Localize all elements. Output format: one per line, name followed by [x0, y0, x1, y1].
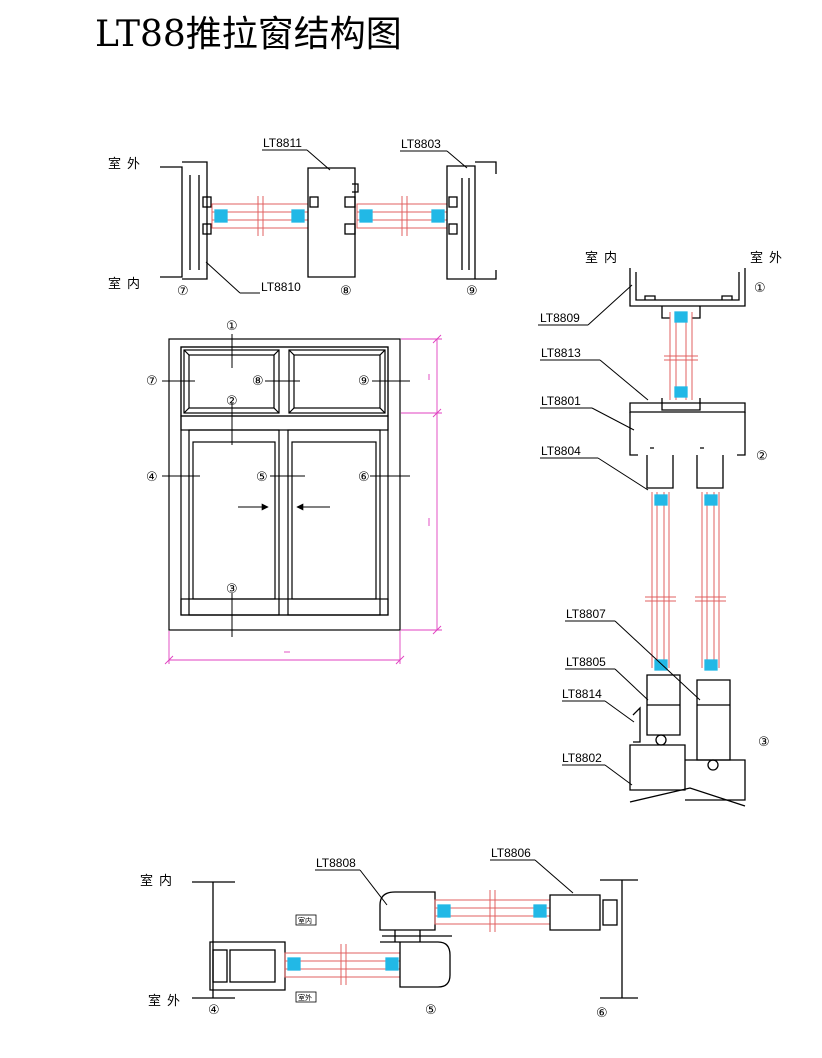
- top-outdoor-label: 室外: [108, 156, 146, 172]
- label-lt8801: LT8801: [541, 394, 581, 408]
- label-lt8813: LT8813: [541, 346, 581, 360]
- elev-number-7: ⑦: [146, 374, 158, 389]
- label-lt8810: LT8810: [261, 280, 301, 294]
- label-lt8806: LT8806: [491, 846, 531, 860]
- right-number-1: ①: [754, 281, 766, 296]
- section-number-9: ⑨: [466, 284, 478, 299]
- vertical-section: [629, 268, 746, 807]
- label-lt8811: LT8811: [263, 136, 302, 150]
- right-number-3: ③: [758, 735, 770, 750]
- elev-number-5: ⑤: [256, 470, 268, 485]
- elev-number-9: ⑨: [358, 374, 370, 389]
- elev-number-1: ①: [226, 319, 238, 334]
- right-outdoor-label: 室外: [750, 250, 788, 266]
- bottom-section: [192, 879, 638, 999]
- page-title: LT88推拉窗结构图: [95, 14, 402, 55]
- label-lt8808: LT8808: [316, 856, 356, 870]
- label-lt8814: LT8814: [562, 687, 602, 701]
- label-lt8802: LT8802: [562, 751, 602, 765]
- top-section: [160, 161, 497, 280]
- label-lt8803: LT8803: [401, 137, 441, 151]
- top-indoor-label: 室内: [108, 276, 146, 292]
- label-lt8807: LT8807: [566, 607, 606, 621]
- elev-number-2: ②: [226, 394, 238, 409]
- elev-number-6: ⑥: [358, 470, 370, 485]
- section-number-8: ⑧: [340, 284, 352, 299]
- bottom-outdoor-label: 室外: [148, 993, 186, 1009]
- bottom-number-5: ⑤: [425, 1003, 437, 1018]
- bottom-indoor-label: 室内: [140, 873, 178, 889]
- elev-number-8: ⑧: [252, 374, 264, 389]
- small-outdoor-tag: 室外: [298, 993, 312, 1002]
- bottom-number-4: ④: [208, 1003, 220, 1018]
- section-number-7: ⑦: [177, 284, 189, 299]
- right-indoor-label: 室内: [585, 250, 623, 266]
- dimension-lines: [164, 334, 442, 665]
- elev-number-3: ③: [226, 582, 238, 597]
- label-lt8804: LT8804: [541, 444, 581, 458]
- bottom-number-6: ⑥: [596, 1006, 608, 1021]
- small-indoor-tag: 室内: [298, 916, 312, 925]
- label-lt8805: LT8805: [566, 655, 606, 669]
- elev-number-4: ④: [146, 470, 158, 485]
- right-number-2: ②: [756, 449, 768, 464]
- label-lt8809: LT8809: [540, 311, 580, 325]
